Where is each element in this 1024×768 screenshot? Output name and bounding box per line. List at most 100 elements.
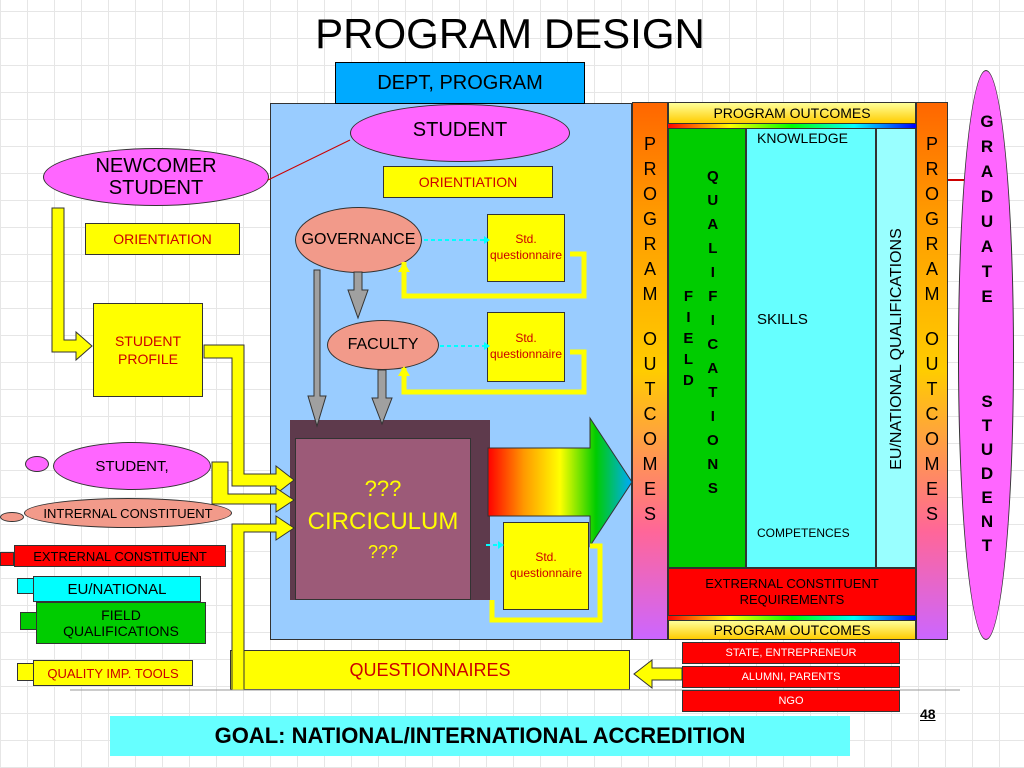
student-constituent-ellipse: STUDENT, [53,442,211,490]
vertical-letter: D [980,187,994,206]
vertical-letter: A [707,216,719,233]
internal-constituent-ellipse: INTRERNAL CONSTITUENT [24,498,232,528]
vertical-letter: T [708,384,718,401]
vertical-letter: O [707,432,719,449]
vertical-letter: D [683,372,694,389]
vertical-letter: I [710,264,715,281]
field-qualifications-box: FIELD QUALIFICATIONS [36,602,206,644]
governance-ellipse: GOVERNANCE [295,207,422,273]
questionnaires-bar: QUESTIONNAIRES [230,650,630,690]
vertical-letter: C [643,404,657,424]
student-ellipse: STUDENT [350,104,570,162]
vertical-letter: I [686,309,691,326]
faculty-ellipse: FACULTY [327,320,439,370]
program-outcomes-header-top: PROGRAM OUTCOMES [668,102,916,124]
vertical-letter [647,310,652,330]
std-questionnaire-box-3: Std. questionnaire [503,522,589,610]
vertical-letter: A [925,259,938,279]
vertical-letter: F [683,288,693,305]
page-title: PROGRAM DESIGN [315,10,705,57]
profile-to-curriculum-arrow [203,344,295,496]
vertical-letter: F [708,288,718,305]
feedback-loop-3 [489,543,603,623]
vertical-letter: S [925,504,938,524]
vertical-letter: T [644,379,656,399]
newcomer-student-ellipse: NEWCOMER STUDENT [43,148,269,206]
external-bullet [0,552,14,566]
vertical-letter: T [981,416,993,435]
vertical-letter: S [707,480,718,497]
vertical-letter: U [980,212,994,231]
vertical-letter: E [981,287,993,306]
vertical-letter: T [926,379,938,399]
vertical-letter: R [925,234,939,254]
faculty-to-curriculum-arrow [371,369,393,426]
knowledge-label: KNOWLEDGE [757,130,849,146]
questionnaires-to-curriculum-arrow [231,515,295,691]
curriculum-q1: ??? [364,475,402,501]
vertical-letter: M [642,454,658,474]
vertical-letter: M [924,284,940,304]
vertical-letter: R [980,137,994,156]
eu-national-box: EU/NATIONAL [33,576,201,602]
vertical-letter: C [707,336,719,353]
knowledge-skills-column: KNOWLEDGE SKILLS COMPETENCES [746,128,876,568]
eu-national-qualifications-column: EU/NATIONAL QUALIFICATIONS [876,128,916,568]
eu-national-qualifications-label: EU/NATIONAL QUALIFICATIONS [888,228,905,470]
vertical-letter: M [924,454,940,474]
vertical-letter: U [925,354,939,374]
vertical-letter: N [980,512,994,531]
skills-label: SKILLS [757,311,808,328]
vertical-letter: T [981,262,993,281]
vertical-letter: L [683,351,693,368]
vertical-letter: O [642,184,657,204]
orientiation-box-inner: ORIENTIATION [383,166,553,198]
vertical-letter [929,310,934,330]
vertical-letter: O [642,329,657,349]
quality-tools-box: QUALITY IMP. TOOLS [33,660,193,686]
vertical-letter: A [643,259,656,279]
vertical-letter: U [643,354,657,374]
std-questionnaire-box-1: Std. questionnaire [487,214,565,282]
student-profile-box: STUDENT PROFILE [93,303,203,397]
vertical-letter: E [643,479,656,499]
vertical-letter: I [710,408,715,425]
competences-label: COMPETENCES [757,526,850,540]
alumni-parents-box: ALUMNI, PARENTS [682,666,900,688]
vertical-letter: T [981,536,993,555]
vertical-letter: A [707,360,719,377]
vertical-letter: O [924,429,939,449]
vertical-letter: R [643,159,657,179]
curriculum-cube: ??? CIRCICULUM ??? [295,438,471,600]
std-questionnaire-box-2: Std. questionnaire [487,312,565,382]
vertical-letter: L [708,240,718,257]
vertical-letter: E [683,330,694,347]
student-to-curriculum-arrow [211,461,295,513]
vertical-letter: Q [707,168,719,185]
vertical-letter: U [707,192,719,209]
vertical-letter: D [980,464,994,483]
vertical-letter: N [707,456,719,473]
page-number: 48 [920,706,936,722]
vertical-letter: U [980,440,994,459]
state-entrepreneur-box: STATE, ENTREPRENEUR [682,642,900,664]
vertical-letter: R [643,234,657,254]
rainbow-arrow [487,416,633,548]
vertical-letter: P [925,134,938,154]
vertical-letter: S [643,504,656,524]
dept-program-box: DEPT, PROGRAM [335,62,585,104]
vertical-letter: A [980,162,994,181]
vertical-letter: S [981,392,993,411]
governance-to-curriculum-arrow [307,269,327,428]
vertical-letter: O [642,429,657,449]
vertical-letter: O [924,329,939,349]
